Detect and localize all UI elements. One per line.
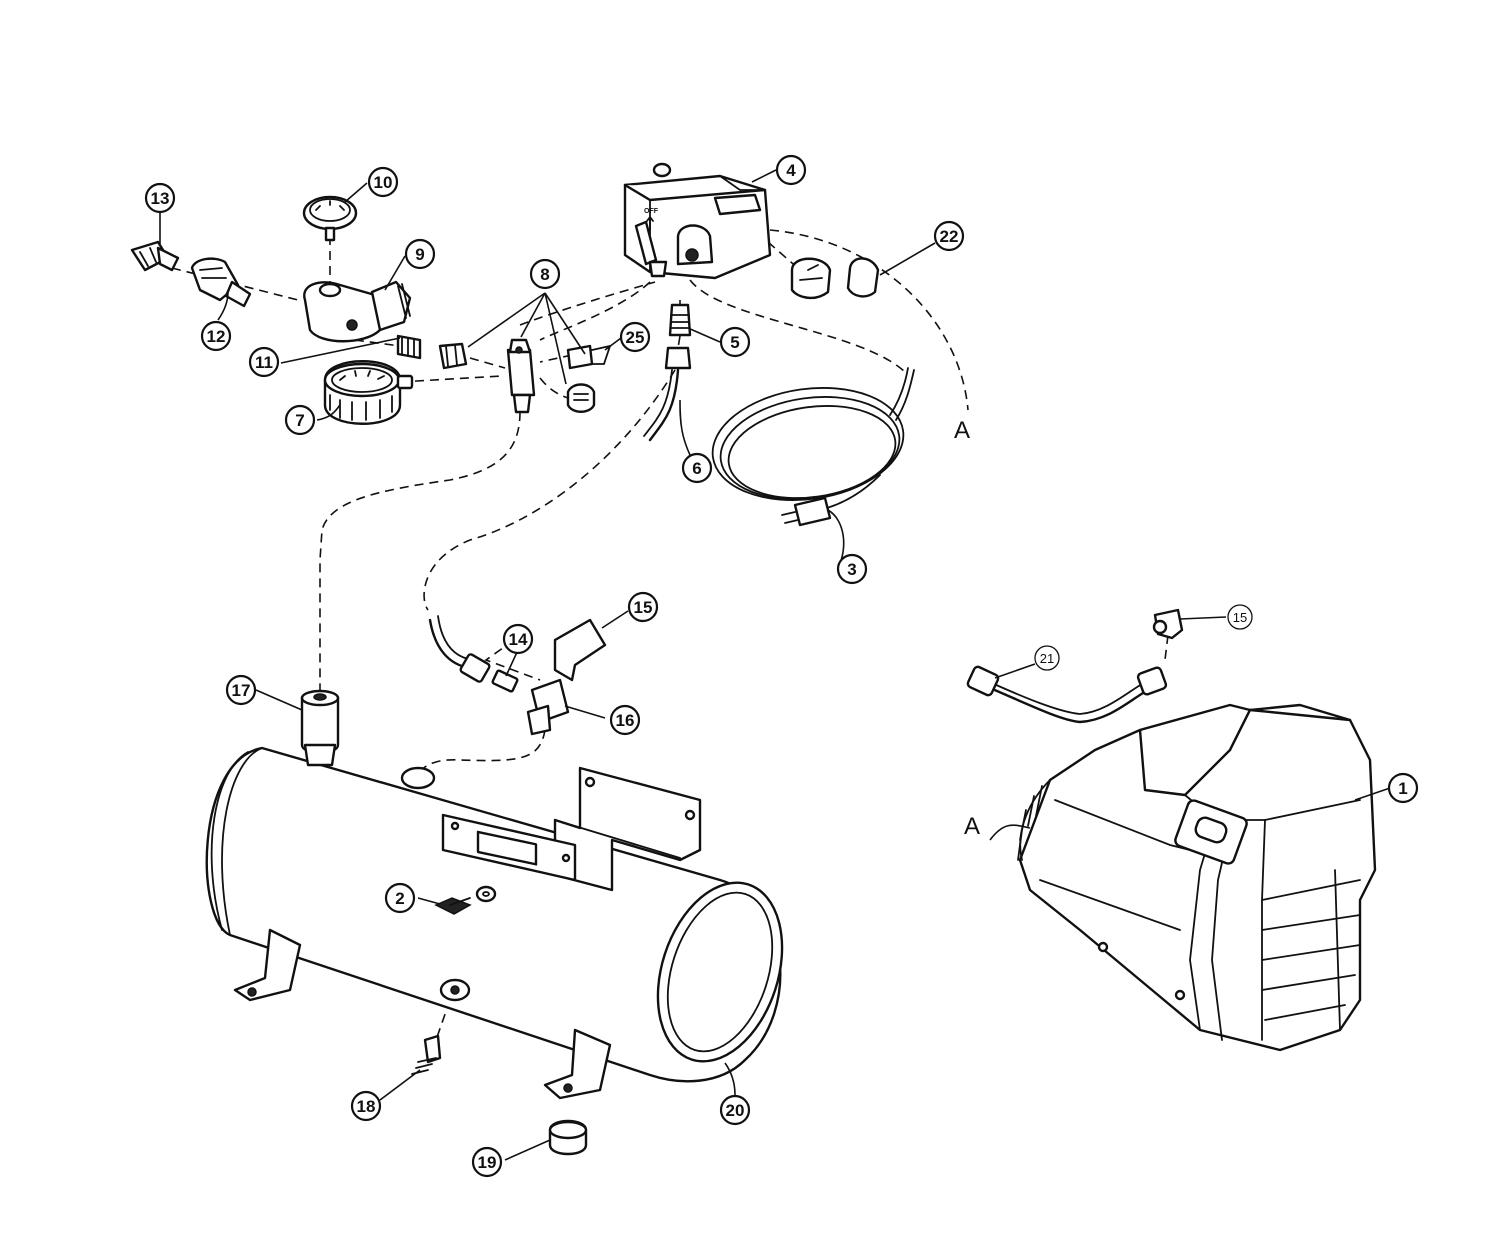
motor-pump-housing [1017,703,1377,1052]
strain-relief-bushings [790,257,880,300]
svg-text:15: 15 [1233,610,1247,625]
drain-valve [411,1034,442,1075]
callout-3: 3 [836,553,868,585]
svg-text:20: 20 [726,1101,745,1120]
screw-and-washer [434,885,497,915]
reference-mark-a-motor: A [964,813,980,840]
pressure-switch: OFF [623,162,772,280]
callout-13: 13 [144,182,176,214]
svg-text:6: 6 [692,459,701,478]
air-tank [205,746,784,1100]
callout-15-pump: 15 [1227,604,1253,630]
callout-17: 17 [225,674,257,706]
svg-text:4: 4 [786,161,796,180]
callout-14: 14 [502,623,534,655]
svg-text:11: 11 [255,353,273,372]
tank-pressure-gauge [323,360,414,425]
quick-coupler [190,257,252,308]
callout-10: 10 [367,166,399,198]
callout-19: 19 [471,1146,503,1178]
svg-text:7: 7 [295,411,304,430]
switch-connector [668,303,692,337]
callout-4: 4 [775,154,807,186]
callout-8: 8 [529,258,561,290]
callout-7: 7 [284,404,316,436]
safety-valve-nipple [396,334,422,360]
svg-text:3: 3 [847,560,856,579]
tank-nipple [300,689,340,767]
callout-20: 20 [719,1094,751,1126]
hose-plug [130,240,180,272]
svg-text:2: 2 [395,889,404,908]
svg-text:15: 15 [634,598,653,617]
svg-text:1: 1 [1398,779,1407,798]
callout-12: 12 [200,320,232,352]
callout-16: 16 [609,704,641,736]
svg-text:16: 16 [616,711,635,730]
svg-text:22: 22 [940,227,959,246]
svg-text:13: 13 [151,189,170,208]
svg-text:14: 14 [509,630,528,649]
manifold-tee [438,338,612,414]
svg-text:19: 19 [478,1153,497,1172]
regulator-body [303,280,412,343]
callout-11: 11 [248,346,280,378]
svg-text:12: 12 [207,327,226,346]
switch-off-label: OFF [644,208,659,215]
rubber-foot [548,1119,588,1156]
callout-25: 25 [619,321,651,353]
svg-text:10: 10 [374,173,393,192]
callout-leaders [159,169,1391,1161]
svg-text:5: 5 [730,333,739,352]
reference-mark-a-cord: A [954,417,970,444]
svg-text:9: 9 [415,245,424,264]
callout-5: 5 [719,326,751,358]
callout-15: 15 [627,591,659,623]
callout-9: 9 [404,238,436,270]
unloader-tube [643,346,692,442]
power-cord [711,367,915,527]
svg-text:8: 8 [540,265,549,284]
svg-text:17: 17 [232,681,251,700]
callout-2: 2 [384,882,416,914]
callout-6: 6 [681,452,713,484]
callout-21: 21 [1034,645,1060,671]
check-valve-fittings [428,615,607,736]
callout-22: 22 [933,220,965,252]
svg-text:25: 25 [626,328,645,347]
callout-1: 1 [1387,772,1419,804]
svg-text:18: 18 [357,1097,376,1116]
pump-elbow-fitting [1152,608,1184,640]
regulator-gauge [302,195,358,242]
svg-text:21: 21 [1040,651,1054,666]
callout-18: 18 [350,1090,382,1122]
pump-discharge-tube [966,665,1168,724]
